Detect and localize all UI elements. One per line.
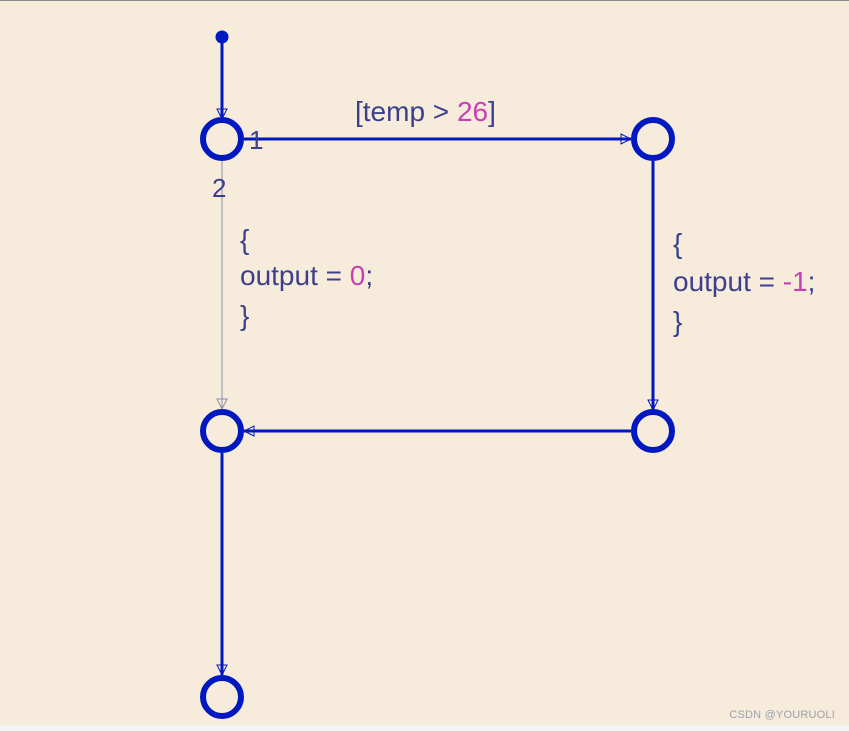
right-action-open-brace: { (673, 228, 682, 259)
right-action-close-brace: } (673, 306, 682, 337)
transition-order-2: 2 (212, 173, 226, 203)
transition-order-1: 1 (249, 125, 263, 155)
default-transition-dot[interactable] (215, 30, 229, 44)
bottom-strip (0, 725, 849, 731)
left-action-open-brace: { (240, 224, 249, 255)
watermark: CSDN @YOURUOLI (729, 709, 835, 721)
junction-bottom[interactable] (200, 675, 244, 719)
junction-top-left[interactable] (200, 117, 244, 161)
junction-top-right[interactable] (631, 117, 675, 161)
left-action-close-brace: } (240, 300, 249, 331)
left-action-statement: output = 0; (240, 260, 373, 291)
condition-label[interactable]: [temp > 26] (355, 96, 496, 127)
right-action-statement: output = -1; (673, 266, 815, 297)
junction-mid-right[interactable] (631, 409, 675, 453)
junction-mid-left[interactable] (200, 409, 244, 453)
